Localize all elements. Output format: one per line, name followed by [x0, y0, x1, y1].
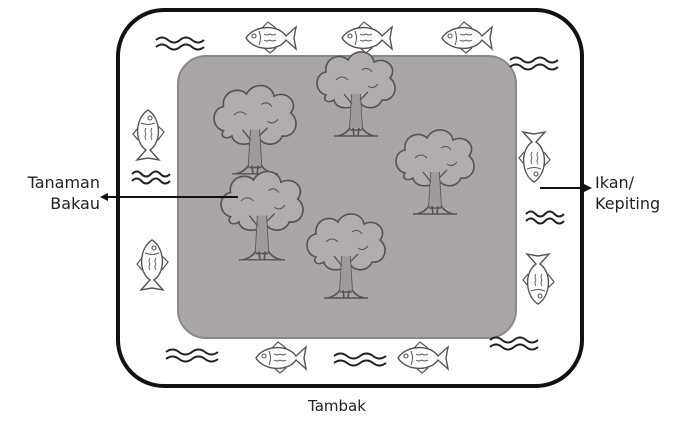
mangrove-tree-icon [306, 213, 386, 299]
fish-icon [441, 21, 494, 54]
wave-group [131, 36, 565, 367]
fish-icon [518, 130, 551, 183]
fish-icon [397, 341, 450, 374]
fish-icon [341, 21, 394, 54]
fish-icon [132, 109, 165, 162]
pond-label: Tambak [0, 396, 674, 417]
water-wave-icon [165, 348, 219, 363]
water-wave-icon [525, 210, 565, 225]
water-wave-icon [489, 336, 539, 351]
mangrove-label-line2: Bakau [50, 194, 100, 213]
water-wave-icon [509, 56, 559, 71]
mangrove-label: Tanaman Bakau [6, 172, 100, 214]
fish-icon [245, 21, 298, 54]
fish-icon [255, 341, 308, 374]
fish-icon [522, 252, 555, 305]
fish-group [132, 21, 555, 374]
mangrove-tree-icon [220, 170, 304, 261]
water-wave-icon [131, 170, 171, 185]
fish-crab-label-line2: Kepiting [595, 194, 661, 213]
pond-label-text: Tambak [308, 397, 366, 415]
mangrove-trees [213, 51, 475, 299]
mangrove-tree-icon [395, 129, 475, 215]
water-wave-icon [333, 352, 387, 367]
mangrove-tree-icon [316, 51, 396, 137]
fish-icon [136, 239, 169, 292]
fish-crab-label-line1: Ikan/ [595, 173, 635, 192]
mangrove-tree-icon [213, 84, 297, 175]
fish-crab-label: Ikan/ Kepiting [595, 172, 660, 214]
mangrove-label-line1: Tanaman [27, 173, 100, 192]
water-wave-icon [155, 36, 205, 51]
